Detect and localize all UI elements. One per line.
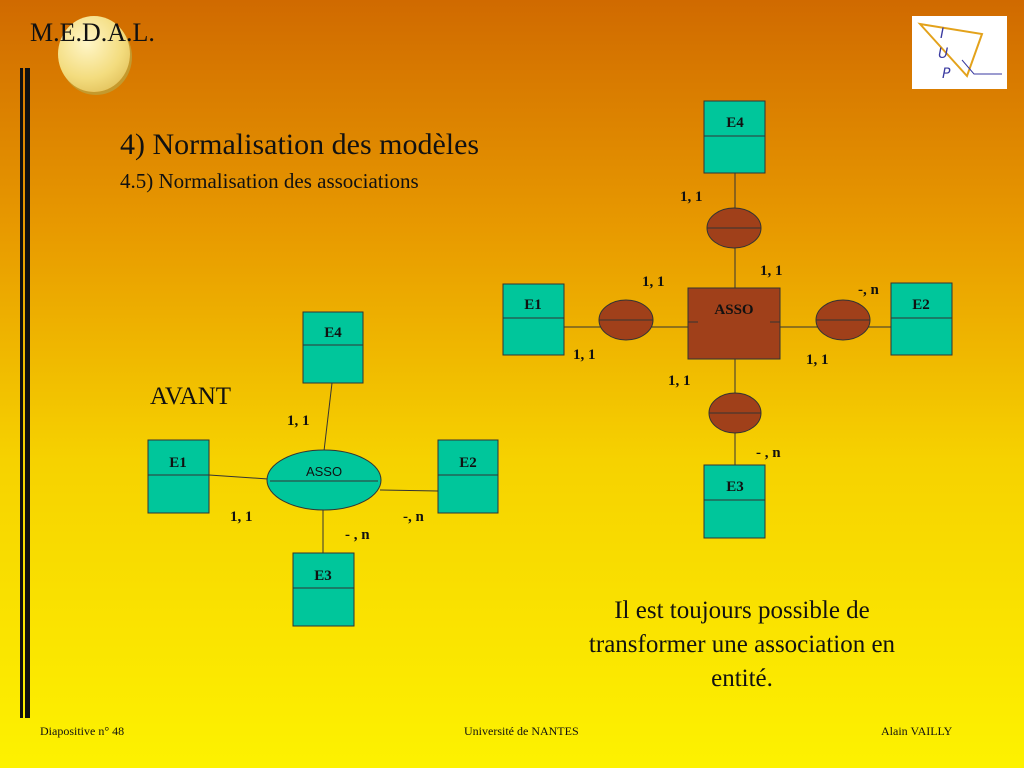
apres-card-e4-side: 1, 1 <box>680 189 703 205</box>
iup-miage-nantes-logo-icon: I U P <box>917 22 1002 82</box>
iup-logo: I U P <box>912 16 1007 89</box>
avant-association-label: ASSO <box>306 464 342 479</box>
apres-card-e1-side: 1, 1 <box>573 347 596 363</box>
footer-author: Alain VAILLY <box>881 724 953 738</box>
slide-subtitle: 4.5) Normalisation des associations <box>120 169 419 193</box>
medal-title: M.E.D.A.L. <box>30 18 155 47</box>
apres-card-e1-asso-side: 1, 1 <box>642 274 665 290</box>
avant-entity-e2: E2 <box>437 439 499 514</box>
apres-entity-asso-label: ASSO <box>714 302 753 318</box>
avant-entity-e4: E4 <box>302 311 364 384</box>
apres-entity-e3: E3 <box>703 464 766 539</box>
svg-text:P: P <box>942 66 951 82</box>
slide-title: 4) Normalisation des modèles <box>120 128 480 161</box>
svg-text:U: U <box>938 46 948 62</box>
apres-entity-asso: ASSO <box>687 287 781 360</box>
conclusion-text: Il est toujours possible de transformer … <box>588 597 896 692</box>
avant-entity-e4-label: E4 <box>324 325 342 341</box>
avant-card-e1: 1, 1 <box>230 509 253 525</box>
svg-text:I: I <box>940 26 944 42</box>
apres-card-e3-side: - , n <box>756 445 781 461</box>
avant-entity-e1: E1 <box>147 439 210 514</box>
avant-card-e2: -, n <box>403 509 424 525</box>
avant-entity-e3-label: E3 <box>314 568 332 584</box>
medal-coin-icon <box>58 16 130 92</box>
avant-association: ASSO <box>266 449 382 511</box>
apres-entity-e1-label: E1 <box>524 297 542 313</box>
avant-entity-e1-label: E1 <box>169 455 187 471</box>
apres-relation-left <box>598 299 654 341</box>
apres-entity-e1: E1 <box>502 283 565 356</box>
avant-card-e3: - , n <box>345 527 370 543</box>
apres-relation-bottom <box>708 392 762 434</box>
apres-entity-e2: E2 <box>890 282 953 356</box>
footer-slide-number: Diapositive n° 48 <box>40 724 125 738</box>
apres-card-e4-asso-side: 1, 1 <box>760 263 783 279</box>
apres-entity-e4-label: E4 <box>726 115 744 131</box>
apres-card-e3-asso-side: 1, 1 <box>668 373 691 389</box>
avant-entity-e3: E3 <box>292 552 355 627</box>
apres-diagram: E4 E1 E2 E3 ASSO <box>502 100 953 539</box>
avant-label: AVANT <box>150 383 232 410</box>
left-decorative-bars <box>20 68 32 718</box>
apres-entity-e4: E4 <box>703 100 766 174</box>
apres-relation-top <box>706 207 762 249</box>
avant-card-e4: 1, 1 <box>287 413 310 429</box>
apres-relation-right <box>815 299 871 341</box>
apres-entity-e2-label: E2 <box>912 297 930 313</box>
apres-card-e2-asso-side: 1, 1 <box>806 352 829 368</box>
avant-entity-e2-label: E2 <box>459 455 477 471</box>
apres-entity-e3-label: E3 <box>726 479 744 495</box>
apres-card-e2-side: -, n <box>858 282 879 298</box>
avant-diagram: E4 E1 E2 E3 ASSO 1, 1 1, 1 -, n - <box>147 311 499 627</box>
footer-university: Université de NANTES <box>464 724 579 738</box>
